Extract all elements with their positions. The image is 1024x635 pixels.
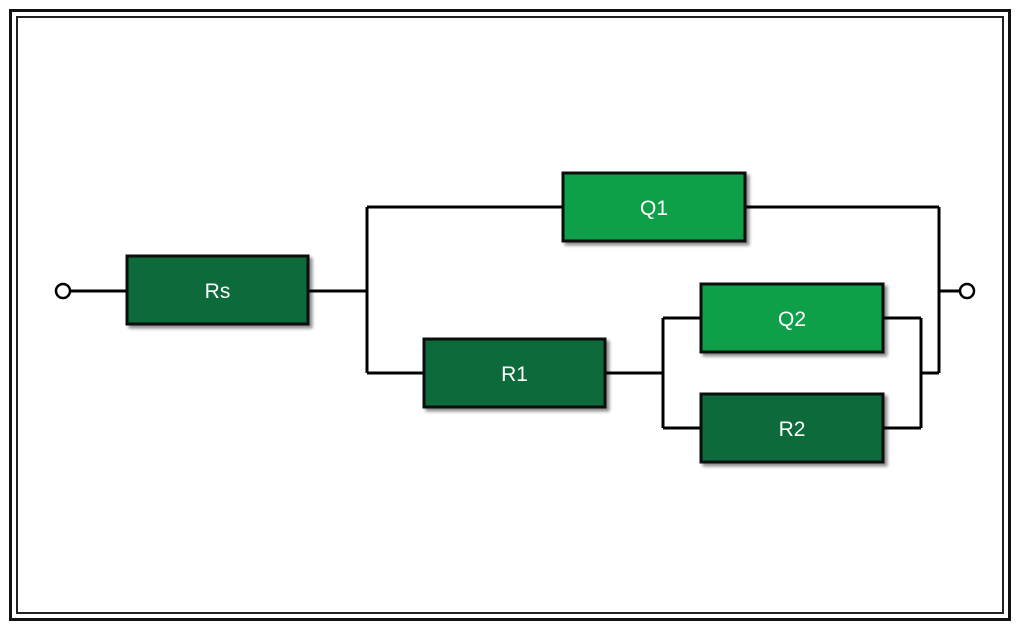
input-terminal bbox=[54, 282, 72, 300]
wires bbox=[70, 205, 961, 430]
block-rs: Rs bbox=[125, 254, 310, 326]
output-terminal bbox=[958, 282, 976, 300]
block-q2-label: Q2 bbox=[778, 308, 806, 331]
block-q1: Q1 bbox=[561, 171, 747, 243]
block-r2-label: R2 bbox=[779, 418, 806, 441]
block-rs-label: Rs bbox=[205, 280, 231, 303]
block-r2: R2 bbox=[699, 392, 885, 464]
block-r1: R1 bbox=[422, 337, 607, 409]
block-q1-label: Q1 bbox=[640, 197, 668, 220]
block-q2: Q2 bbox=[699, 282, 885, 354]
block-r1-label: R1 bbox=[501, 363, 528, 386]
